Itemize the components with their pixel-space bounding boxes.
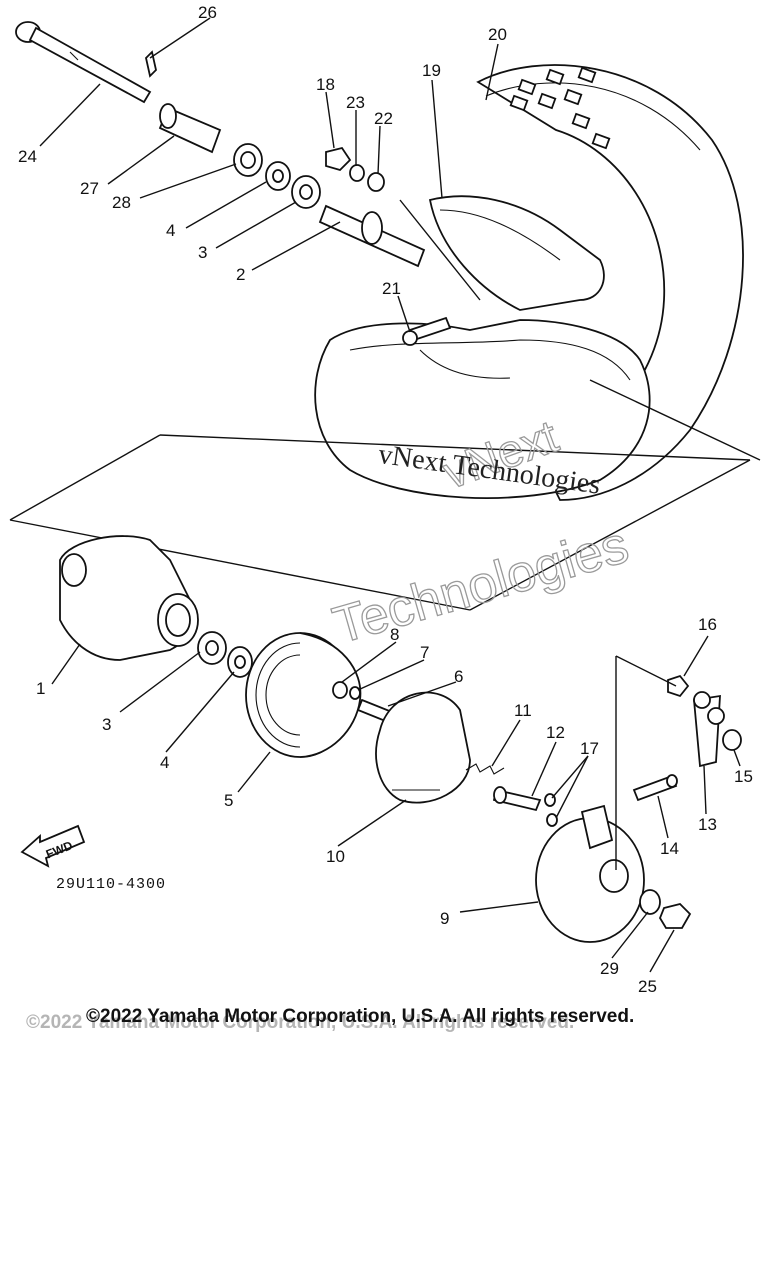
nut-16 (667, 674, 690, 698)
copyright-ghost: ©2022 Yamaha Motor Corporation, U.S.A. A… (26, 1012, 574, 1033)
callout-16: 16 (698, 615, 717, 634)
callout-12: 12 (546, 723, 565, 742)
brake-shoe-10 (375, 691, 471, 804)
callout-29: 29 (600, 959, 619, 978)
callout-2: 2 (236, 265, 245, 284)
callout-25: 25 (638, 977, 657, 996)
washer-23 (349, 164, 365, 182)
washer-7 (349, 686, 361, 700)
washer-22 (367, 172, 385, 192)
nut-25 (658, 903, 692, 929)
callout-4-bottom: 4 (160, 753, 169, 772)
callout-15: 15 (734, 767, 753, 786)
nut-18 (325, 146, 352, 172)
callout-10: 10 (326, 847, 345, 866)
diagram-part-code: 29U110-4300 (56, 876, 166, 893)
tire-20 (476, 64, 744, 501)
brake-lever-13 (693, 691, 725, 768)
tire-inner-half (314, 319, 651, 500)
brake-plate-9 (535, 804, 645, 943)
washer-29 (639, 889, 661, 915)
exploded-parts-diagram: 26 20 19 18 23 22 24 27 28 4 3 2 21 8 7 … (9, 3, 761, 1033)
rim-19 (428, 195, 605, 311)
watermark-outline-technologies: Technologies (327, 516, 635, 655)
cotter-pin-26 (145, 50, 157, 78)
bolt-14 (632, 774, 678, 802)
callout-17: 17 (580, 739, 599, 758)
axle-bolt-24 (15, 21, 152, 104)
bearing-3-bottom (197, 631, 227, 665)
callout-4-top: 4 (166, 221, 175, 240)
callout-1: 1 (36, 679, 45, 698)
callout-28: 28 (112, 193, 131, 212)
seal-4-bottom (227, 646, 253, 678)
callout-22: 22 (374, 109, 393, 128)
washer-8 (332, 681, 348, 699)
nut-15 (722, 729, 742, 751)
axle-2 (318, 204, 426, 268)
camshaft-12 (492, 786, 542, 812)
valve-21 (402, 316, 452, 346)
collar-27 (158, 103, 222, 154)
callout-26: 26 (198, 3, 217, 22)
callout-19: 19 (422, 61, 441, 80)
spacer-4-top (265, 161, 291, 191)
hub-1 (59, 535, 199, 661)
callout-3-top: 3 (198, 243, 207, 262)
o-ring-17 (544, 793, 558, 827)
callout-13: 13 (698, 815, 717, 834)
brake-drum-5 (245, 632, 362, 758)
callout-21: 21 (382, 279, 401, 298)
callout-18: 18 (316, 75, 335, 94)
callout-20: 20 (488, 25, 507, 44)
callout-14: 14 (660, 839, 679, 858)
callout-6: 6 (454, 667, 463, 686)
fwd-arrow-icon: FWD (20, 824, 86, 868)
callout-5: 5 (224, 791, 233, 810)
copyright-notice: ©2022 Yamaha Motor Corporation, U.S.A. A… (86, 1006, 634, 1027)
callout-3-bottom: 3 (102, 715, 111, 734)
callout-9: 9 (440, 909, 449, 928)
callout-7: 7 (420, 643, 429, 662)
callout-24: 24 (18, 147, 37, 166)
oil-seal-28 (233, 143, 263, 177)
bearing-3-top (291, 175, 321, 209)
callout-27: 27 (80, 179, 99, 198)
spring-11 (465, 763, 505, 775)
callout-8: 8 (390, 625, 399, 644)
callout-23: 23 (346, 93, 365, 112)
callout-11: 11 (514, 701, 532, 720)
